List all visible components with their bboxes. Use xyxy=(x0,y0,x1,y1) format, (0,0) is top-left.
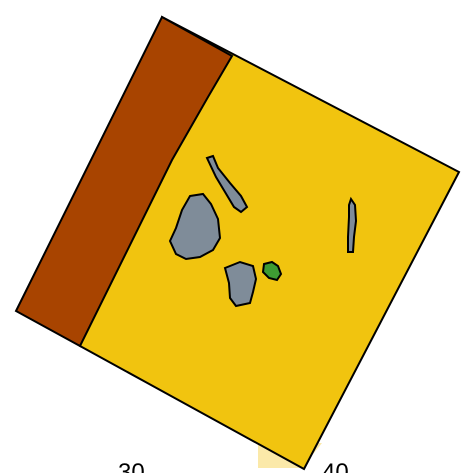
scale-label-30: 30 xyxy=(118,459,145,473)
scale-label-40: 40 xyxy=(322,459,349,473)
